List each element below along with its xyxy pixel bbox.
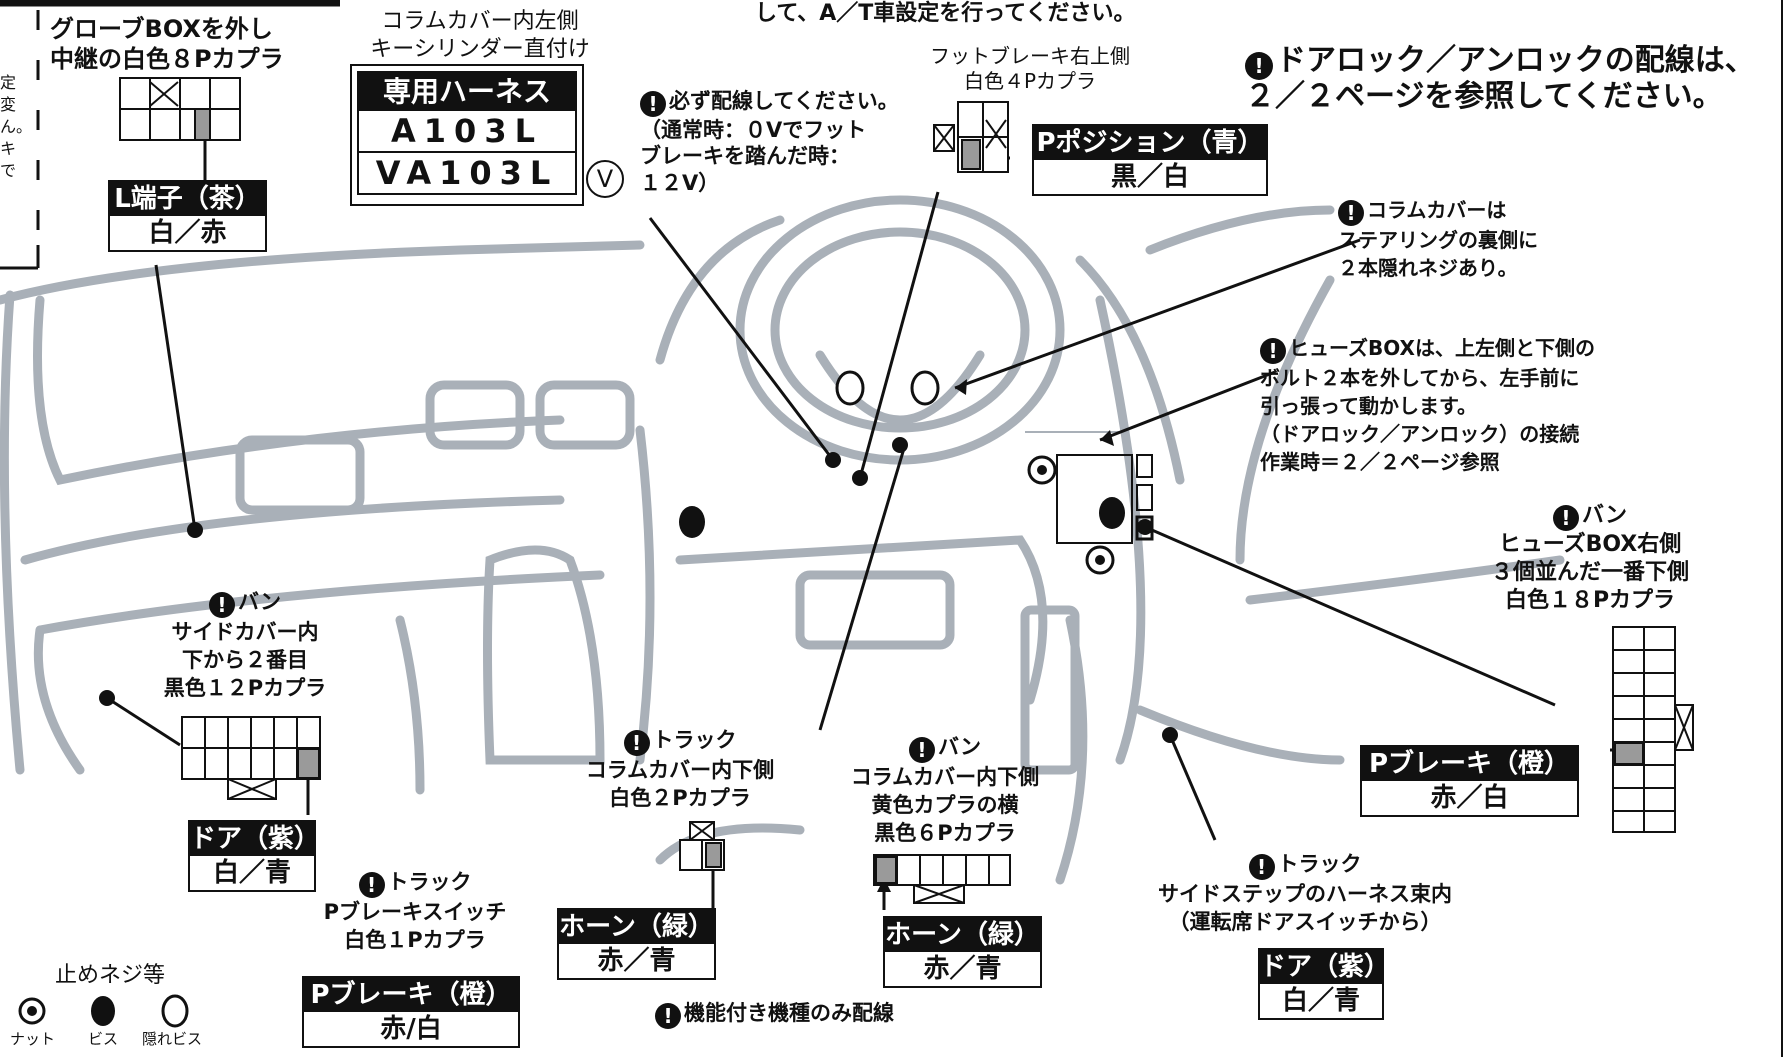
side-cover-note: !バン サイドカバー内 下から２番目 黒色１２Pカプラ (163, 590, 327, 700)
wire-name: Pブレーキ（橙） (304, 978, 518, 1012)
wire-name: Pブレーキ（橙） (1362, 747, 1577, 781)
horn-truck-note: !トラック コラムカバー内下側 白色２Pカプラ (585, 728, 775, 810)
wire-name: ホーン（緑） (559, 910, 714, 944)
wire-name: Pポジション（青） (1034, 126, 1266, 160)
wire-name: ドア（紫） (190, 822, 321, 856)
exclamation-circle-icon: ! (1245, 52, 1273, 80)
horn-van-wire-label: ホーン（緑） 赤／青 (883, 916, 1042, 988)
wire-color: 白／青 (212, 858, 291, 888)
wire-color: 黒／白 (1110, 162, 1189, 192)
screw-icon (679, 497, 1125, 538)
horn-van-note: !バン コラムカバー内下側 黄色カプラの横 黒色６Pカプラ (850, 735, 1040, 845)
top-fragment-text: して、A／T車設定を行ってください。 (755, 1, 1136, 26)
exclamation-circle-icon: ! (358, 872, 385, 898)
wire-color: 白／赤 (148, 218, 227, 248)
exclamation-circle-icon: ! (623, 730, 650, 756)
wire-color: 赤／青 (597, 946, 676, 976)
function-note: !機能付き機種のみ配線 (655, 1000, 894, 1029)
legend-screw-label: ビス (88, 1030, 119, 1048)
foot-brake-wire-label: Pポジション（青） 黒／白 (1032, 124, 1268, 196)
column-cylinder-note: コラムカバー内左側 キーシリンダー直付け (370, 9, 590, 62)
legend-title: 止めネジ等 (54, 963, 165, 988)
harness-box: 専用ハーネス A103L VA103L (350, 64, 584, 206)
hidden-screw-icon (835, 370, 940, 406)
exclamation-circle-icon: ! (655, 1003, 681, 1029)
glove-box-note: グローブBOXを外し 中継の白色８Pカプラ (50, 15, 284, 73)
harness-title: 専用ハーネス (359, 73, 575, 111)
exclamation-circle-icon: ! (1248, 854, 1275, 880)
legend-icons (18, 994, 189, 1028)
exclamation-circle-icon: ! (1552, 505, 1579, 531)
exclamation-circle-icon: ! (908, 737, 935, 763)
left-edge-text: 定 変 ん。 キ で (0, 73, 33, 180)
side-step-wire-label: ドア（紫） 白／青 (1258, 948, 1391, 1020)
v-mark-icon: V (586, 160, 624, 198)
exclamation-circle-icon: ! (1260, 338, 1286, 364)
pbrake-switch-note: !トラック Pブレーキスイッチ 白色１Pカプラ (323, 870, 507, 952)
exclamation-circle-icon: ! (208, 592, 235, 618)
harness-code-2: VA103L (375, 154, 559, 192)
legend-hidden-screw-label: 隠れビス (142, 1030, 203, 1048)
fuse-right-note: !バン ヒューズBOX右側 ３個並んだ一番下側 白色１８Pカプラ (1490, 503, 1689, 613)
nut-icon (1027, 455, 1115, 575)
side-cover-wire-label: ドア（紫） 白／青 (188, 820, 321, 892)
exclamation-circle-icon: ! (1338, 200, 1364, 226)
glove-wire-label: L端子（茶） 白／赤 (108, 180, 267, 252)
fuse-right-wire-label: Pブレーキ（橙） 赤／白 (1360, 745, 1579, 817)
wire-name: L端子（茶） (110, 182, 265, 216)
must-wire-note: !必ず配線してください。 （通常時：０Vでフット ブレーキを踏んだ時： １２V） (640, 89, 899, 195)
legend-nut-label: ナット (10, 1030, 56, 1048)
wire-color: 赤／青 (923, 954, 1002, 984)
harness-code-1: A103L (359, 111, 575, 153)
fuse-box-note: !ヒューズBOXは、上左側と下側の ボルト２本を外してから、左手前に 引っ張って… (1260, 336, 1595, 474)
wire-color: 白／青 (1281, 986, 1360, 1016)
wire-name: ドア（紫） (1260, 950, 1391, 984)
pbrake-switch-wire-label: Pブレーキ（橙） 赤/白 (302, 976, 520, 1048)
foot-brake-note: フットブレーキ右上側 白色４Pカプラ (930, 44, 1130, 93)
side-step-note: !トラック サイドステップのハーネス束内 （運転席ドアスイッチから） (1158, 852, 1452, 934)
horn-truck-wire-label: ホーン（緑） 赤／青 (557, 908, 716, 980)
wire-name: ホーン（緑） (885, 918, 1040, 952)
exclamation-circle-icon: ! (640, 91, 666, 117)
wire-color: 赤／白 (1430, 783, 1509, 813)
column-cover-note: !コラムカバーは ステアリングの裏側に ２本隠れネジあり。 (1338, 198, 1538, 280)
wire-color: 赤/白 (380, 1014, 442, 1044)
legend: 止めネジ等 ナット ビス 隠れビス (10, 962, 220, 1052)
door-lock-note: !ドアロック／アンロックの配線は、 ２／２ページを参照してください。 (1245, 43, 1755, 114)
